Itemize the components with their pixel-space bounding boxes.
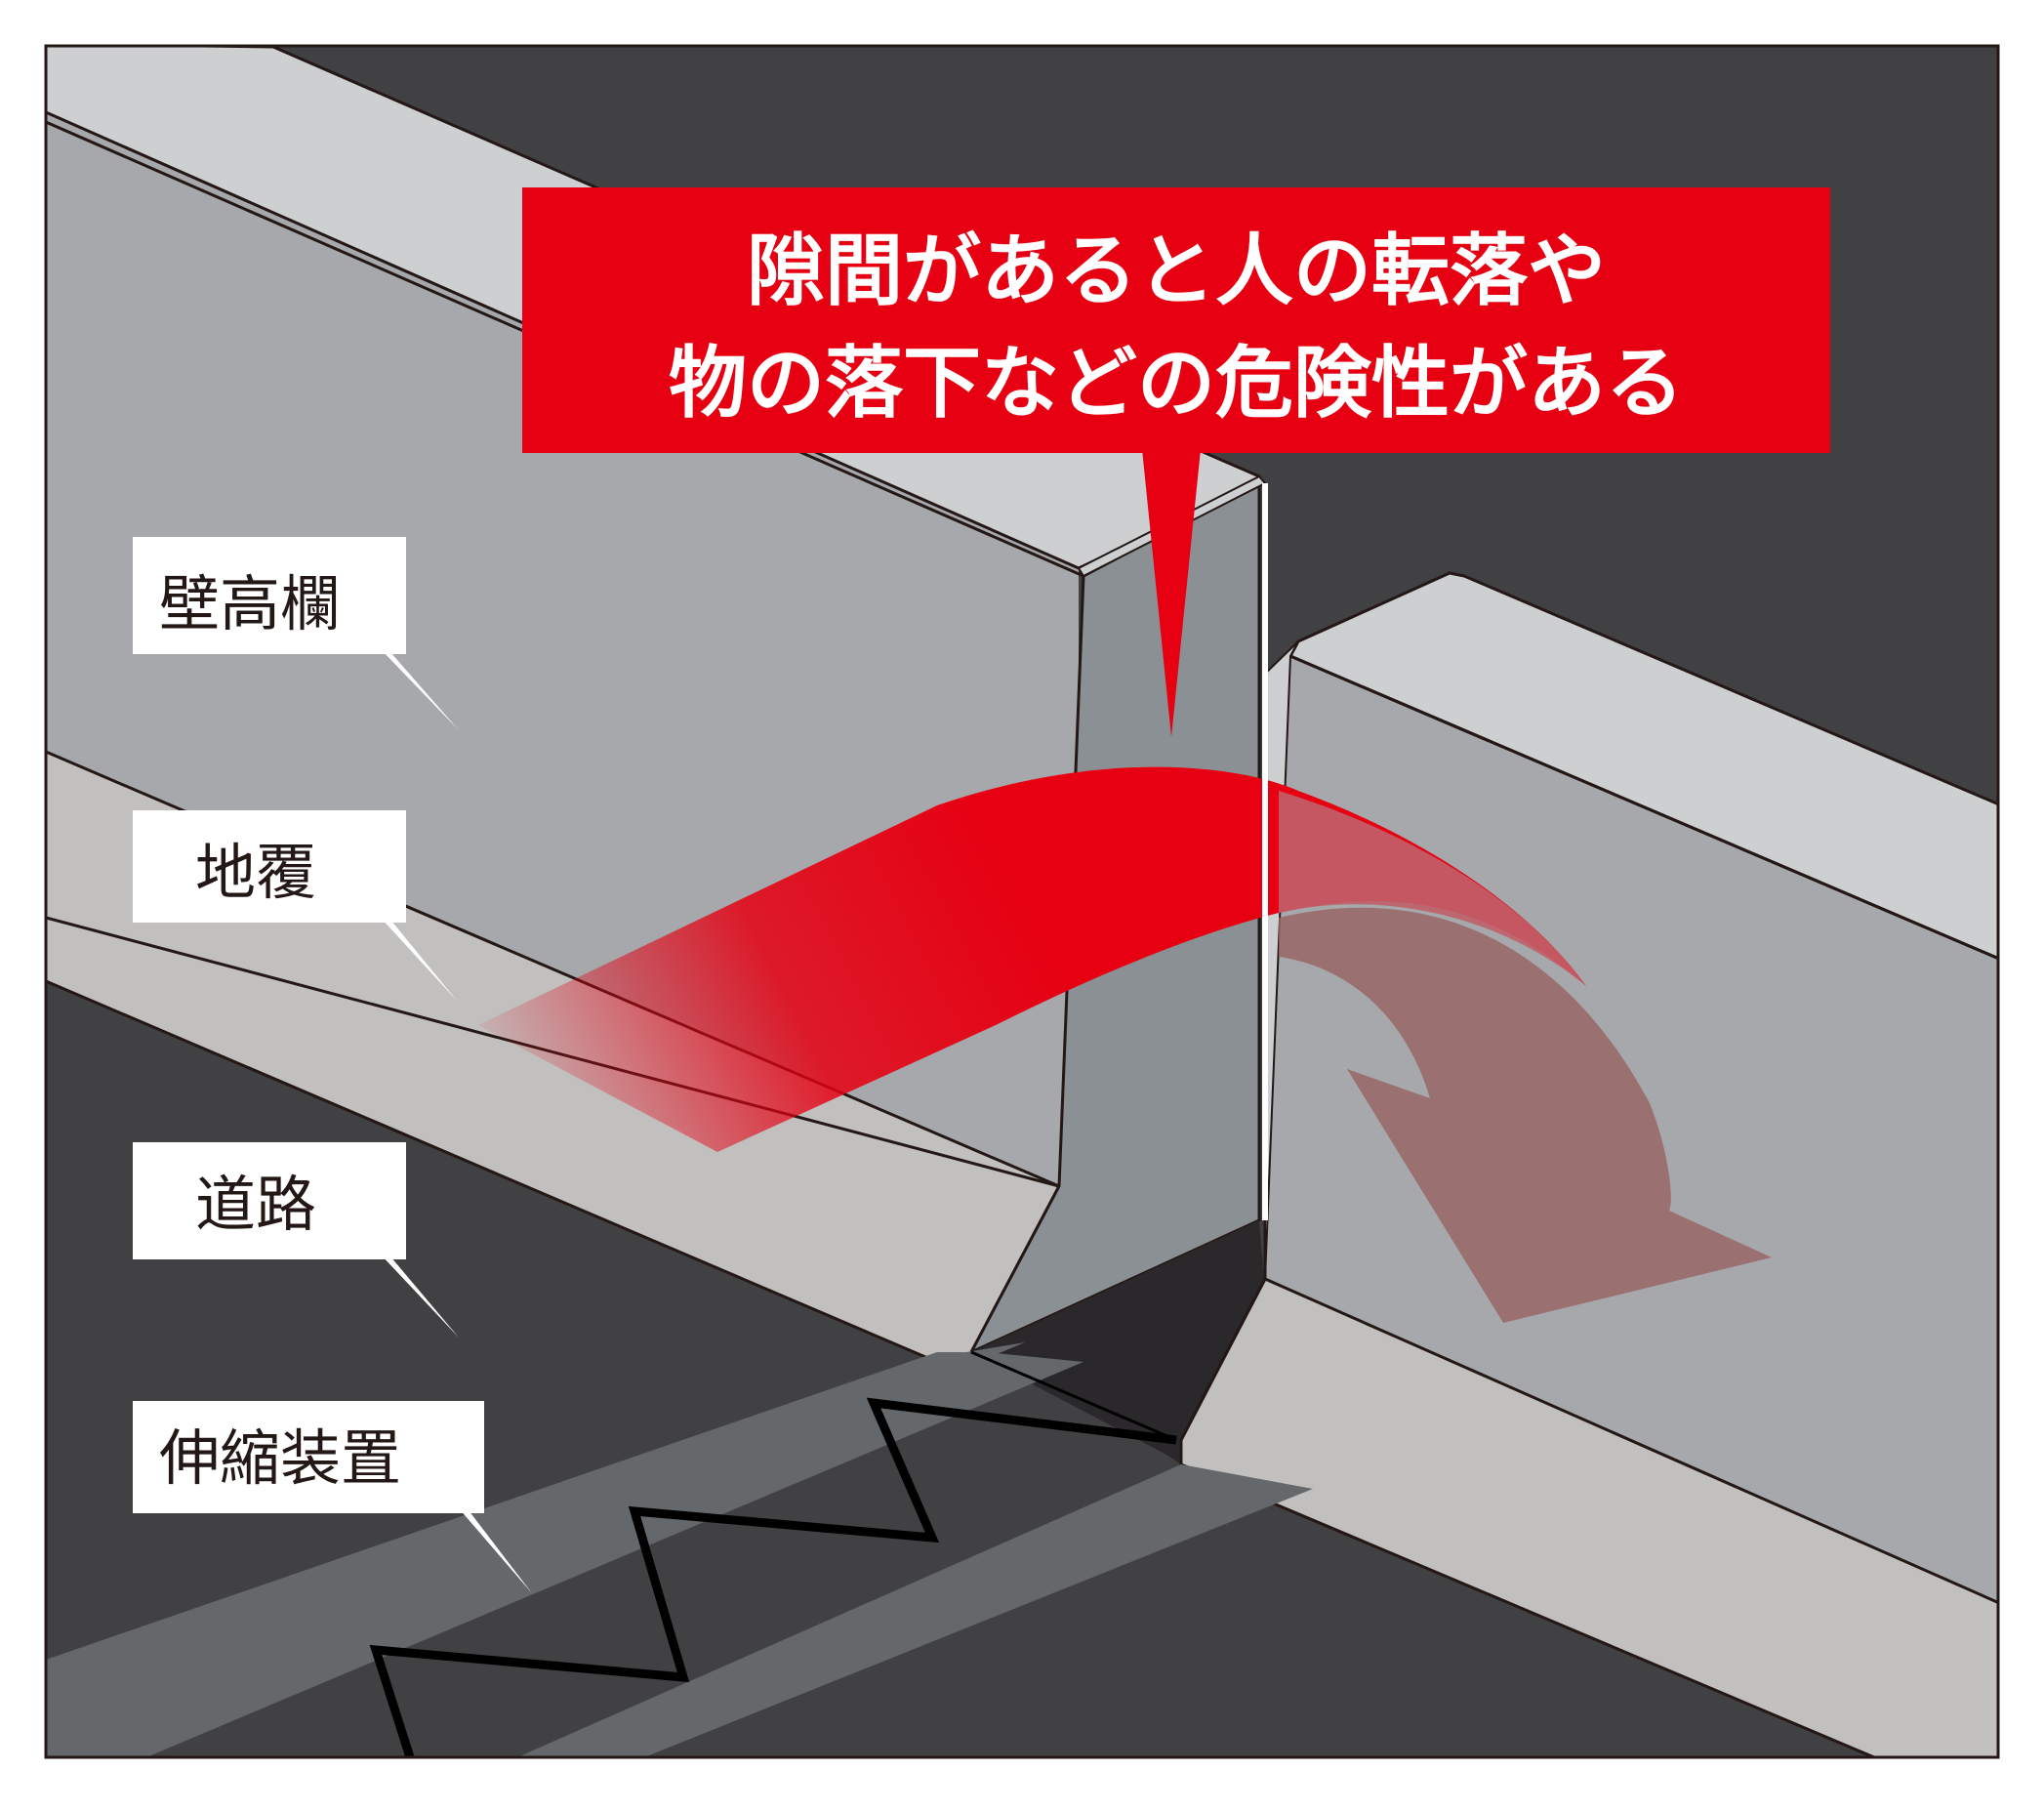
label-parapet: 壁高欄 xyxy=(133,537,459,730)
label-expansion-joint: 伸縮装置 xyxy=(133,1401,532,1593)
joint-plate-upper-band xyxy=(46,1352,1083,1757)
callout-line-2: 物の落下などの危険性がある xyxy=(669,338,1684,429)
joint-plate-lower xyxy=(517,1464,1313,1757)
label-road-text: 道路 xyxy=(195,1169,316,1240)
label-expansion-joint-text: 伸縮装置 xyxy=(159,1422,401,1494)
joint-zigzag xyxy=(369,1397,1177,1757)
danger-callout: 隙間があると人の転落や 物の落下などの危険性がある xyxy=(522,187,1830,737)
gap-shadow xyxy=(971,1220,1264,1464)
callout-box xyxy=(522,187,1830,453)
fall-arrow-mid xyxy=(1279,791,1586,986)
fall-arrow-tail xyxy=(1279,907,1772,1323)
callout-pointer xyxy=(1142,449,1201,737)
callout-line-1: 隙間があると人の転落や xyxy=(747,226,1606,316)
frame-border xyxy=(44,44,2000,1759)
label-curb-text: 地覆 xyxy=(195,837,316,908)
label-parapet-text: 壁高欄 xyxy=(159,568,341,639)
label-road: 道路 xyxy=(133,1142,459,1338)
label-curb: 地覆 xyxy=(133,810,457,1001)
